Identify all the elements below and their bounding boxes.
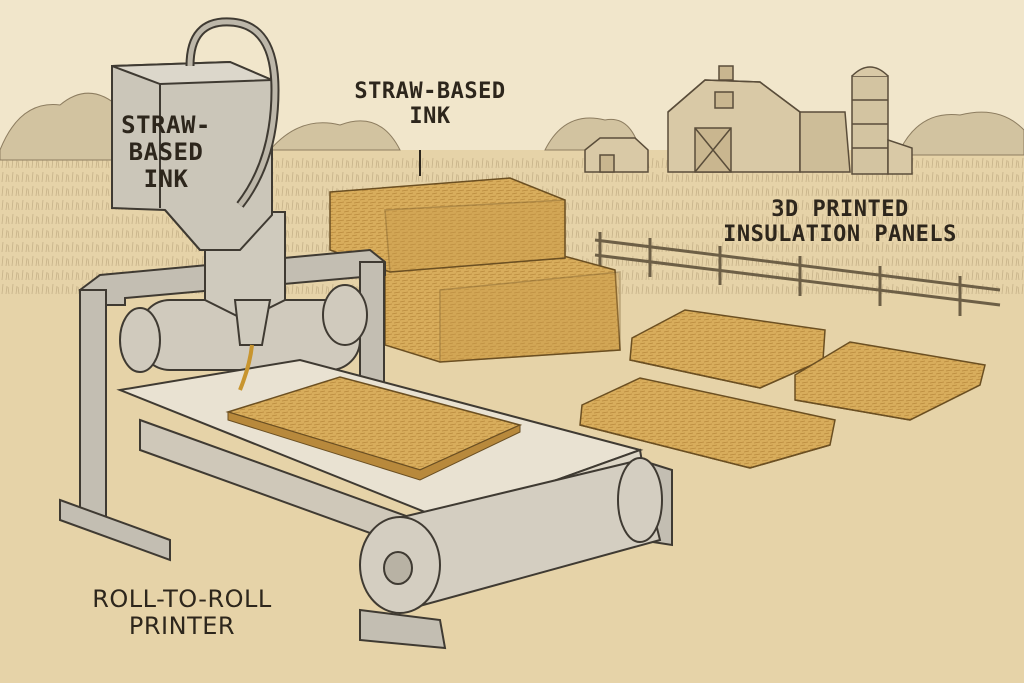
front-roller <box>359 457 663 614</box>
insulation-panel <box>579 377 836 469</box>
extrusion-stream <box>238 344 254 391</box>
fence <box>594 232 1001 316</box>
ink-hopper <box>111 60 273 251</box>
ink-hose-highlight <box>187 19 278 207</box>
label-line: INK <box>143 164 189 193</box>
label-line: STRAW-BASED <box>354 79 506 104</box>
label-line: INSULATION PANELS <box>723 221 957 247</box>
label-roll-to-roll-printer: ROLL-TO-ROLL PRINTER <box>72 586 292 640</box>
insulation-panel <box>794 341 986 421</box>
label-line: BASED <box>128 137 204 166</box>
label-hopper-ink: STRAW- BASED INK <box>112 112 220 193</box>
label-line: ROLL-TO-ROLL <box>92 585 272 613</box>
hay-bale-stack <box>329 177 621 363</box>
label-line: INK <box>409 103 451 129</box>
printed-panel-edge <box>227 411 521 481</box>
label-line: PRINTER <box>128 611 236 640</box>
label-line: 3D PRINTED <box>771 197 909 222</box>
label-straw-based-ink: STRAW-BASED INK <box>325 79 535 129</box>
label-line: STRAW- <box>121 111 211 139</box>
barn <box>667 65 913 175</box>
label-insulation-panels: 3D PRINTED INSULATION PANELS <box>690 197 990 247</box>
small-shed <box>584 137 649 173</box>
